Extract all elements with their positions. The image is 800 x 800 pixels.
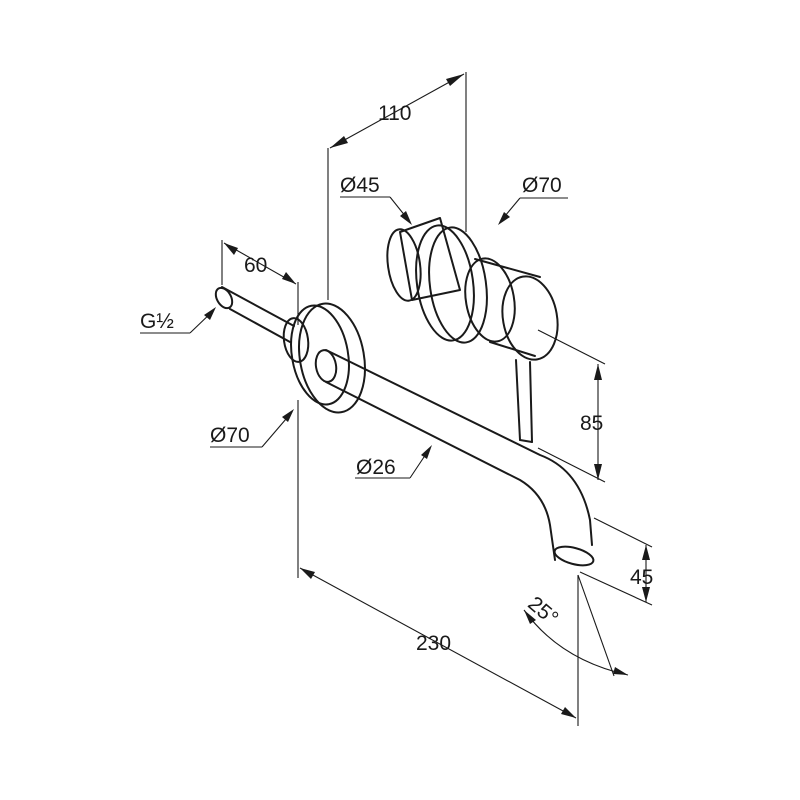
dimension-lines	[140, 72, 653, 726]
dim-angle-25	[523, 574, 629, 677]
label-dia-45: Ø45	[340, 174, 380, 197]
dimension-labels: 110 Ø45 Ø70 60 G½ Ø70 Ø26 85 45 25° 230	[140, 102, 653, 655]
label-angle-25: 25°	[523, 592, 562, 630]
dim-85	[537, 329, 606, 483]
handle-knob	[464, 257, 559, 361]
label-dia-26: Ø26	[356, 456, 396, 479]
spout	[314, 349, 595, 567]
label-110: 110	[378, 102, 411, 125]
dim-dia-26	[355, 445, 432, 479]
spout-rosette	[282, 302, 366, 414]
dim-dia-45	[340, 196, 412, 225]
label-dia-70-left: Ø70	[210, 424, 250, 447]
dim-45	[579, 517, 653, 606]
dim-dia-70-left	[210, 409, 294, 448]
lever-stem	[515, 359, 533, 443]
handle-rosette	[415, 224, 488, 344]
label-thread: G½	[140, 310, 174, 333]
dim-110	[327, 72, 467, 300]
dim-dia-70-top	[498, 197, 568, 225]
supply-pipe	[214, 286, 295, 343]
dim-230	[297, 400, 579, 726]
label-60: 60	[244, 254, 267, 277]
handle-cartridge	[386, 217, 461, 302]
label-dia-70-top: Ø70	[522, 174, 562, 197]
label-45: 45	[630, 566, 653, 589]
dim-60	[221, 240, 299, 325]
label-230: 230	[416, 632, 451, 655]
faucet-body	[214, 217, 595, 567]
label-85: 85	[580, 412, 603, 435]
dim-thread	[140, 307, 216, 334]
